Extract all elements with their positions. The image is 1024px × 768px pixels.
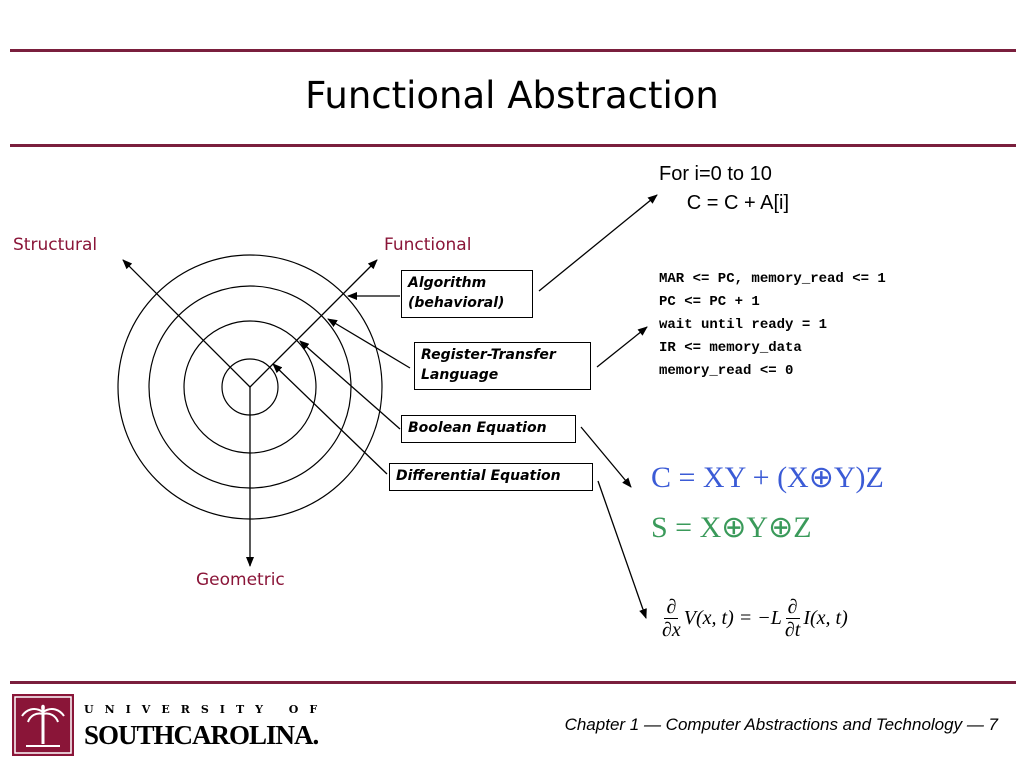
- functional-label: Functional: [384, 235, 472, 255]
- top-rule: [10, 49, 1016, 52]
- rtl-example-line-3: wait until ready = 1: [659, 317, 828, 333]
- boolean-box: Boolean Equation: [401, 415, 576, 443]
- partial-t-numerator: ∂: [785, 596, 800, 619]
- partial-x-fraction: ∂ ∂x: [662, 596, 681, 641]
- rtl-example-arrow: [596, 326, 648, 368]
- footer-chapter-text: Chapter 1 — Computer Abstractions and Te…: [564, 715, 998, 734]
- diff-eq-end: I(x, t): [803, 607, 848, 629]
- rtl-pointer: [327, 318, 411, 369]
- algorithm-box-line-1: Algorithm: [408, 275, 487, 291]
- partial-x-denominator: ∂x: [662, 619, 681, 641]
- diff-eq-middle: V(x, t) = −L: [683, 607, 782, 629]
- algorithm-box: Algorithm (behavioral): [401, 270, 533, 318]
- algorithm-example: For i=0 to 10 C = C + A[i]: [659, 160, 789, 218]
- structural-label: Structural: [13, 235, 98, 255]
- logo-university-text: UNIVERSITY OF: [84, 703, 329, 716]
- carry-equation: C = XY + (X⊕Y)Z: [651, 461, 884, 494]
- functional-axis: [249, 259, 378, 388]
- boolean-box-label: Boolean Equation: [408, 420, 547, 436]
- slide-title: Functional Abstraction: [305, 74, 719, 117]
- rtl-example-line-5: memory_read <= 0: [659, 363, 794, 379]
- differential-equation: ∂ ∂x V(x, t) = −L ∂ ∂t I(x, t): [662, 596, 848, 641]
- differential-box: Differential Equation: [389, 463, 593, 491]
- algorithm-box-line-2: (behavioral): [408, 295, 505, 311]
- footer-rule: [10, 681, 1016, 684]
- logo-south-carolina-text: SOUTHCAROLINA.: [84, 720, 319, 750]
- partial-x-numerator: ∂: [664, 596, 679, 619]
- boolean-example-arrow: [580, 426, 632, 488]
- differential-pointer: [272, 363, 388, 475]
- rtl-example: MAR <= PC, memory_read <= 1 PC <= PC + 1…: [659, 268, 886, 383]
- differential-example-arrow: [597, 480, 647, 619]
- partial-t-denominator: ∂t: [784, 619, 801, 641]
- sum-equation: S = X⊕Y⊕Z: [651, 511, 812, 544]
- algorithm-example-line-1: For i=0 to 10: [659, 163, 772, 185]
- geometric-label: Geometric: [196, 570, 285, 590]
- title-rule: [10, 144, 1016, 147]
- boolean-pointer: [299, 340, 401, 430]
- rtl-box-line-2: Language: [421, 367, 499, 383]
- partial-t-fraction: ∂ ∂t: [785, 596, 800, 641]
- palmetto-logo-icon: [12, 694, 74, 756]
- algorithm-example-arrow: [538, 194, 658, 292]
- rtl-example-line-2: PC <= PC + 1: [659, 294, 760, 310]
- rtl-example-line-1: MAR <= PC, memory_read <= 1: [659, 271, 886, 287]
- differential-box-label: Differential Equation: [396, 468, 561, 484]
- rtl-box-line-1: Register-Transfer: [421, 347, 556, 363]
- structural-axis: [122, 259, 251, 388]
- algorithm-example-line-2: C = C + A[i]: [659, 192, 790, 214]
- rtl-box: Register-Transfer Language: [414, 342, 591, 390]
- rtl-example-line-4: IR <= memory_data: [659, 340, 802, 356]
